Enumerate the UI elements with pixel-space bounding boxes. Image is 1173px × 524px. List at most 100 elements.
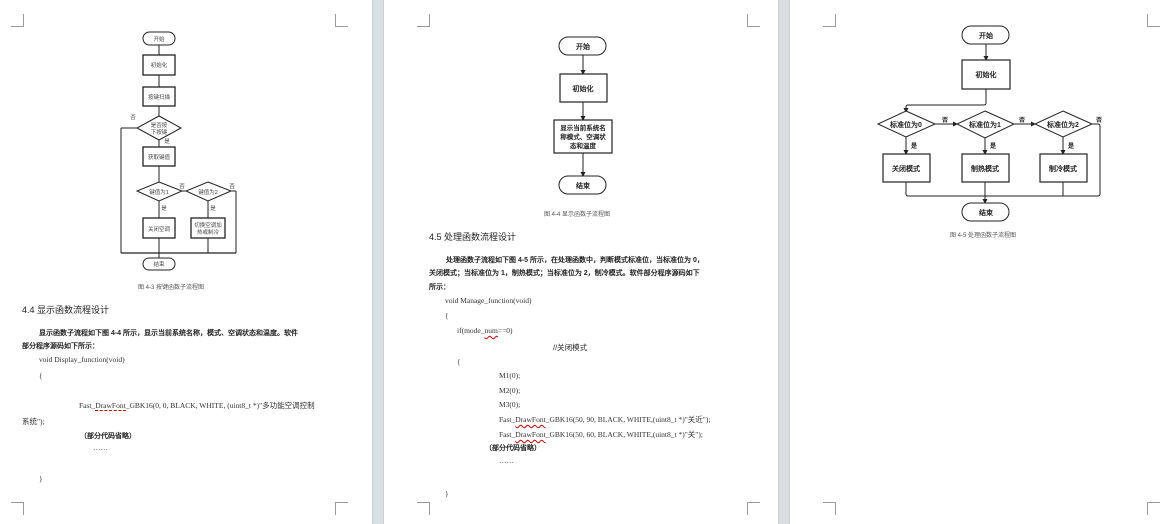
- code-if: if(mode_num==0): [457, 326, 513, 335]
- corner-mark-top-right: [747, 14, 760, 27]
- code-call-wrap: 系统");: [22, 417, 45, 426]
- code-ellipsis: ……: [93, 443, 108, 452]
- label-yes: 是: [1067, 142, 1075, 150]
- corner-mark-bottom-right: [747, 502, 760, 515]
- label-no: 否: [1019, 116, 1025, 124]
- section-title: 4.5 处理函数流程设计: [429, 232, 517, 242]
- node-decision-0: 标准位为0: [889, 120, 922, 129]
- node-start: 开始: [153, 35, 165, 43]
- code-if-prefix: if(mode_: [457, 326, 485, 335]
- figure-caption: 图 4-5 处理函数子流程图: [950, 233, 1017, 239]
- node-display-l2: 称模式、空调状: [560, 132, 606, 141]
- corner-mark-top-left: [823, 14, 836, 27]
- node-switch-l1: 切换空调加: [194, 221, 222, 229]
- node-decision-pressed-l2: 下按键: [151, 128, 168, 136]
- label-yes: 是: [164, 138, 170, 145]
- code-comment: //关闭模式: [553, 343, 588, 352]
- figure-caption: 图 4-4 显示函数子流程图: [544, 212, 611, 218]
- node-cool-mode: 制冷模式: [1049, 164, 1077, 173]
- code-call: Fast_DrawFont_GBK16(0, 0, BLACK, WHITE, …: [79, 400, 315, 411]
- spellcheck-word[interactable]: DrawFont: [95, 401, 126, 411]
- label-no: 否: [130, 114, 136, 121]
- node-decision-k1: 键值为1: [149, 188, 169, 196]
- corner-mark-bottom-left: [417, 502, 430, 515]
- spellcheck-word[interactable]: num: [484, 326, 498, 335]
- label-no: 否: [942, 116, 948, 124]
- code-signature: void Display_function(void): [39, 355, 125, 364]
- node-decision-k2: 键值为2: [198, 188, 218, 196]
- code-draw-prefix: Fast_: [499, 415, 516, 424]
- code-draw-rest: _GBK16(50, 90, BLACK, WHITE,(uint8_t *)"…: [545, 415, 711, 424]
- node-start: 开始: [576, 42, 590, 51]
- paragraph-line: 关闭模式；当标准位为 1，制热模式；当标准位为 2，制冷模式。软件部分程序源码如…: [429, 270, 700, 277]
- paragraph-line: 所示：: [429, 284, 450, 291]
- corner-mark-top-right: [335, 14, 348, 27]
- node-end: 结束: [978, 208, 994, 217]
- label-no: 否: [179, 183, 185, 190]
- code-draw-2: Fast_DrawFont_GBK16(50, 60, BLACK, WHITE…: [499, 429, 703, 440]
- node-init: 初始化: [151, 61, 168, 69]
- node-init: 初始化: [976, 70, 997, 79]
- label-yes: 是: [161, 205, 167, 212]
- corner-mark-bottom-left: [823, 502, 836, 515]
- code-m2: M2(0);: [499, 386, 521, 395]
- key-scan-flowchart: 开始 初始化 按键扫描 是否按 下按键 获取键值 键值为1 键值为2 关闭空调 …: [120, 31, 237, 271]
- display-flowchart: 开始 初始化 显示当前系统名 称模式、空调状 态和温度 结束: [553, 36, 613, 195]
- node-decision-1: 标准位为1: [968, 120, 1001, 129]
- section-title: 4.4 显示函数流程设计: [22, 305, 110, 315]
- corner-mark-bottom-left: [11, 502, 24, 515]
- node-off: 关闭空调: [148, 225, 171, 233]
- page-gutter: [778, 0, 790, 524]
- code-ellipsis: ……: [499, 456, 514, 465]
- code-m3: M3(0);: [499, 400, 521, 409]
- node-end: 结束: [153, 260, 165, 268]
- node-decision-pressed-l1: 是否按: [151, 121, 168, 129]
- spellcheck-word[interactable]: DrawFont: [515, 430, 546, 439]
- code-omitted-note: （部分代码省略）: [80, 433, 136, 440]
- code-draw-1: Fast_DrawFont_GBK16(50, 90, BLACK, WHITE…: [499, 414, 710, 425]
- node-display-l1: 显示当前系统名: [560, 123, 606, 132]
- paragraph-line: 处理函数子流程如下图 4-5 所示，在处理函数中，判断模式标准位，当标准位为 0…: [446, 257, 704, 264]
- node-display-l3: 态和温度: [570, 141, 597, 150]
- code-open-brace: {: [445, 311, 449, 320]
- corner-mark-top-left: [417, 14, 430, 27]
- label-no: 否: [229, 183, 235, 190]
- paragraph-line: 显示函数子流程如下图 4-4 所示，显示当前系统名称，模式、空调状态和温度。软件: [39, 330, 299, 337]
- manage-flowchart: 开始 初始化 标准位为0 标准位为1 标准位为2 关闭模式 制热模式 制冷模式 …: [876, 25, 1102, 222]
- document-page-2: 开始 初始化 显示当前系统名 称模式、空调状 态和温度 结束 图 4-4 显示函…: [384, 0, 778, 524]
- node-heat-mode: 制热模式: [971, 164, 999, 173]
- corner-mark-top-right: [1147, 14, 1160, 27]
- code-call-prefix: Fast_: [79, 401, 96, 410]
- node-decision-2: 标准位为2: [1046, 120, 1079, 129]
- document-page-3: 开始 初始化 标准位为0 标准位为1 标准位为2 关闭模式 制热模式 制冷模式 …: [790, 0, 1173, 524]
- spellcheck-word[interactable]: DrawFont: [515, 415, 546, 424]
- node-end: 结束: [575, 181, 591, 190]
- document-page-1: 开始 初始化 按键扫描 是否按 下按键 获取键值 键值为1 键值为2 关闭空调 …: [0, 0, 372, 524]
- code-draw-prefix: Fast_: [499, 430, 516, 439]
- corner-mark-top-left: [11, 14, 24, 27]
- node-init: 初始化: [573, 84, 594, 93]
- node-off-mode: 关闭模式: [892, 164, 920, 173]
- label-no: 否: [1096, 116, 1102, 124]
- page-gutter: [372, 0, 384, 524]
- corner-mark-bottom-right: [335, 502, 348, 515]
- code-omitted-note: （部分代码省略）: [485, 445, 541, 452]
- node-switch-l2: 热或制冷: [197, 228, 220, 236]
- node-scan: 按键扫描: [148, 93, 171, 101]
- code-open-brace: {: [39, 371, 43, 380]
- label-yes: 是: [910, 142, 918, 150]
- code-call-rest: _GBK16(0, 0, BLACK, WHITE, (uint8_t *)"多…: [125, 401, 315, 410]
- code-m1: M1(0);: [499, 371, 521, 380]
- code-close-brace: }: [39, 474, 43, 483]
- label-yes: 是: [989, 142, 997, 150]
- code-inner-open: {: [457, 357, 461, 366]
- label-yes: 是: [210, 205, 216, 212]
- code-signature: void Manage_function(void): [445, 296, 532, 305]
- code-close-brace: }: [445, 489, 449, 498]
- node-start: 开始: [979, 31, 993, 40]
- paragraph-line: 部分程序源码如下所示：: [22, 343, 99, 350]
- code-draw-rest: _GBK16(50, 60, BLACK, WHITE,(uint8_t *)"…: [545, 430, 703, 439]
- code-if-rest: ==0): [497, 326, 513, 335]
- node-read: 获取键值: [148, 153, 171, 161]
- corner-mark-bottom-right: [1147, 502, 1160, 515]
